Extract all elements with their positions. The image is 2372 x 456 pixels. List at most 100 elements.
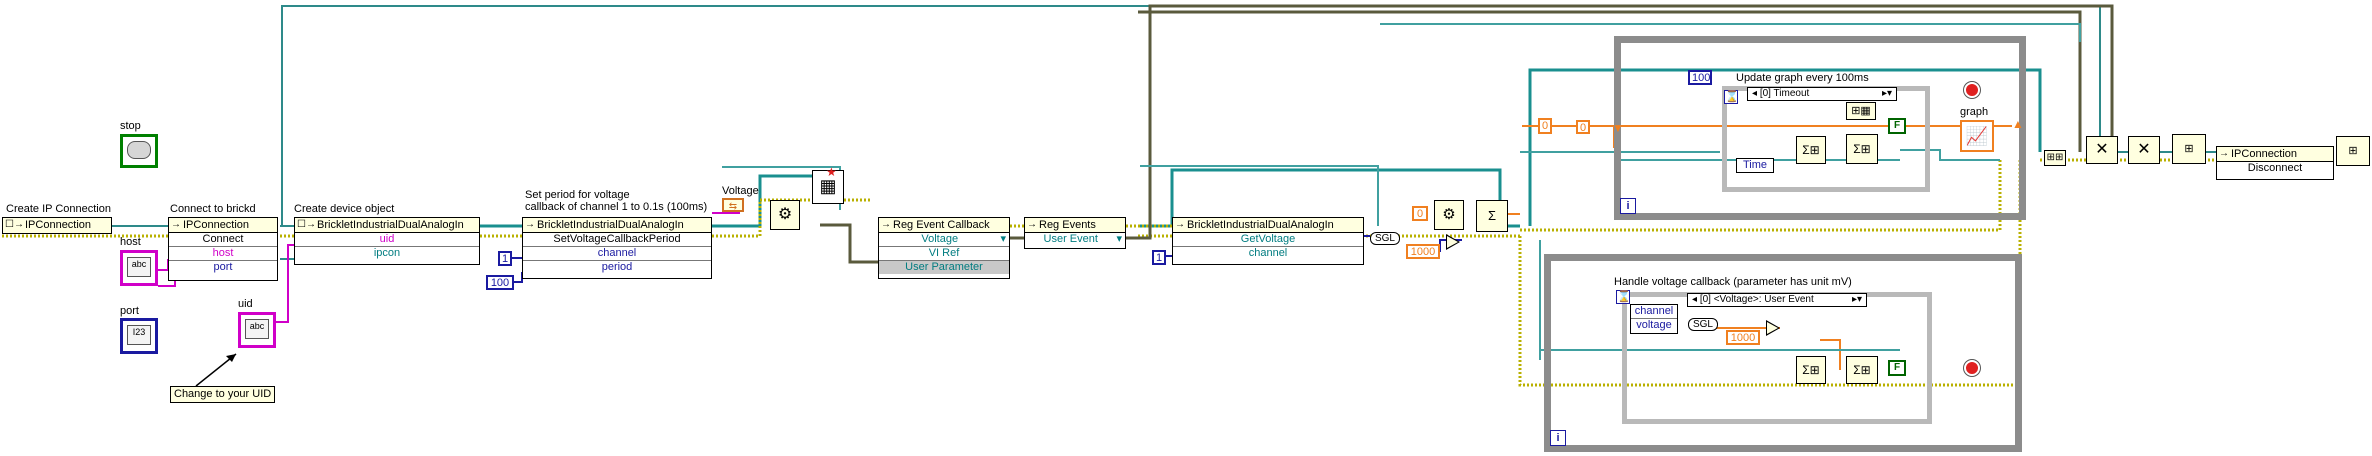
destroy-event-icon[interactable]: ✕: [2128, 136, 2160, 164]
sgl-convert[interactable]: SGL: [1370, 232, 1400, 245]
time-terminal: Time: [1736, 158, 1774, 173]
bundle-icon-4[interactable]: Σ⊞: [1796, 356, 1826, 384]
label-graph: graph: [1960, 106, 1989, 118]
event-row-voltage[interactable]: Voltage ▾: [879, 233, 1009, 247]
method-row: GetVoltage: [1173, 233, 1363, 247]
bundle-icon-5[interactable]: Σ⊞: [1846, 356, 1878, 384]
brick-create-node[interactable]: ☐→BrickletIndustrialDualAnalogIn uid ipc…: [294, 217, 480, 265]
stop-terminal-icon: [1964, 82, 1980, 98]
star-icon: ★: [826, 165, 837, 179]
event-wires: [820, 4, 2114, 264]
param-row-channel: channel: [523, 247, 711, 261]
event-row-user-event[interactable]: User Event▾: [1043, 233, 1122, 245]
notifier-icon[interactable]: ⚙: [1434, 200, 1464, 230]
bundle-icon-2[interactable]: Σ⊞: [1796, 136, 1826, 164]
node-title: BrickletIndustrialDualAnalogIn: [1187, 219, 1334, 231]
arrow-icon: →: [881, 219, 891, 230]
node-title: Reg Event Callback: [893, 219, 990, 231]
label-voltage: Voltage: [722, 185, 759, 197]
event-terminal-icon: ⌛: [1616, 290, 1631, 304]
brick-getvoltage-node[interactable]: →BrickletIndustrialDualAnalogIn GetVolta…: [1172, 217, 1364, 265]
ipconnection-disconnect-node[interactable]: →IPConnection Disconnect: [2216, 146, 2334, 180]
label-update-graph: Update graph every 100ms: [1736, 72, 1869, 84]
voltage-event-case[interactable]: ◂ [0] <Voltage>: User Event ▸▾: [1622, 292, 1932, 424]
param-row-period: period: [601, 261, 633, 273]
timeout-case-selector[interactable]: ◂ [0] Timeout ▸▾: [1747, 87, 1897, 101]
param-row-channel: channel: [1248, 247, 1288, 259]
vi-ref-icon[interactable]: ▦: [812, 170, 844, 204]
divide-icon-2[interactable]: [1766, 320, 1780, 336]
param-row-host: host: [169, 247, 277, 261]
shift-register-left-icon: ▼: [1612, 121, 1624, 135]
sgl-convert-2[interactable]: SGL: [1688, 318, 1718, 331]
bundle-icon-3[interactable]: Σ⊞: [1846, 134, 1878, 164]
label-set-period-1: Set period for voltage: [525, 189, 630, 201]
voltage-event-icon[interactable]: ⇆: [722, 198, 744, 212]
brick-setperiod-node[interactable]: →BrickletIndustrialDualAnalogIn SetVolta…: [522, 217, 712, 279]
arrow-icon: →: [525, 219, 535, 230]
zero-constant-a[interactable]: 0: [1412, 206, 1428, 221]
event-data-voltage: voltage: [1636, 319, 1672, 331]
close-ref-icon[interactable]: ⊞: [2172, 134, 2206, 164]
period-constant[interactable]: 100: [486, 275, 514, 290]
label-host: host: [120, 236, 141, 248]
arrow-icon: ☐→: [5, 219, 24, 230]
host-control[interactable]: abc: [120, 250, 158, 286]
timeout-event-case[interactable]: ◂ [0] Timeout ▸▾: [1722, 86, 1930, 192]
zero-constant-b[interactable]: 0: [1538, 118, 1552, 134]
loop-iteration-icon: i: [1620, 198, 1636, 214]
divisor-constant[interactable]: 1000: [1406, 244, 1440, 259]
node-title: IPConnection: [183, 219, 250, 231]
event-while-loop[interactable]: [1544, 254, 2022, 452]
uid-note: Change to your UID: [170, 386, 276, 403]
node-title: Reg Events: [1039, 219, 1096, 231]
dropdown-icon: ▾: [1000, 233, 1006, 245]
node-title: BrickletIndustrialDualAnalogIn: [317, 219, 464, 231]
merge-errors-icon[interactable]: ⊞⊞: [2044, 150, 2066, 166]
channel-constant[interactable]: 1: [498, 251, 512, 266]
label-port: port: [120, 305, 139, 317]
shift-register-icon: ▲: [2012, 117, 2024, 131]
channel-constant-2[interactable]: 1: [1152, 250, 1166, 265]
dropdown-icon: ▾: [1116, 233, 1122, 245]
arrow-icon: →: [2219, 148, 2229, 159]
node-title: IPConnection: [2231, 148, 2298, 160]
stop-control[interactable]: [120, 134, 158, 168]
divide-icon[interactable]: [1446, 234, 1460, 250]
param-row-ipcon: ipcon: [373, 247, 401, 259]
zero-constant-c[interactable]: 0: [1576, 120, 1590, 134]
update-graph-while-loop[interactable]: [1614, 36, 2026, 220]
ipconnection-create-node[interactable]: ☐→ IPConnection: [2, 217, 112, 234]
loop-iteration-icon-2: i: [1550, 430, 1566, 446]
graph-indicator-icon[interactable]: 📈: [1960, 120, 1994, 152]
node-title: BrickletIndustrialDualAnalogIn: [537, 219, 684, 231]
unregister-icon[interactable]: ✕: [2086, 136, 2118, 164]
event-data-channel: channel: [1631, 305, 1677, 319]
arrow-icon: ☐→: [297, 219, 316, 230]
user-event-create-icon[interactable]: ⚙: [770, 200, 800, 230]
false-constant-b[interactable]: F: [1888, 360, 1906, 376]
label-connect-brickd: Connect to brickd: [170, 203, 256, 215]
node-title: IPConnection: [25, 219, 92, 231]
voltage-case-selector[interactable]: ◂ [0] <Voltage>: User Event ▸▾: [1687, 293, 1867, 307]
method-row: Connect: [169, 233, 277, 247]
port-control[interactable]: I23: [120, 318, 158, 354]
reg-events-node[interactable]: →Reg Events User Event▾: [1024, 217, 1126, 249]
arrow-icon: →: [1027, 219, 1037, 230]
left-arrow-icon: ◂: [1752, 88, 1758, 99]
reg-event-callback-node[interactable]: →Reg Event Callback Voltage ▾ VI Ref Use…: [878, 217, 1010, 279]
bundle-icon[interactable]: Σ: [1476, 200, 1508, 232]
method-row: SetVoltageCallbackPeriod: [523, 233, 711, 247]
event-row-vi-ref: VI Ref: [879, 247, 1009, 261]
array-icon[interactable]: ⊞▦: [1846, 102, 1876, 120]
uid-control[interactable]: abc: [238, 312, 276, 348]
label-create-ip: Create IP Connection: [6, 203, 111, 215]
ipconnection-connect-node[interactable]: →IPConnection Connect host port: [168, 217, 278, 281]
label-stop: stop: [120, 120, 141, 132]
timeout-constant[interactable]: 100: [1688, 70, 1712, 85]
arrow-icon: →: [1175, 219, 1185, 230]
error-handler-icon[interactable]: ⊞: [2336, 136, 2370, 166]
false-constant-a[interactable]: F: [1888, 118, 1906, 134]
label-uid: uid: [238, 298, 253, 310]
divisor-constant-2[interactable]: 1000: [1726, 330, 1760, 345]
